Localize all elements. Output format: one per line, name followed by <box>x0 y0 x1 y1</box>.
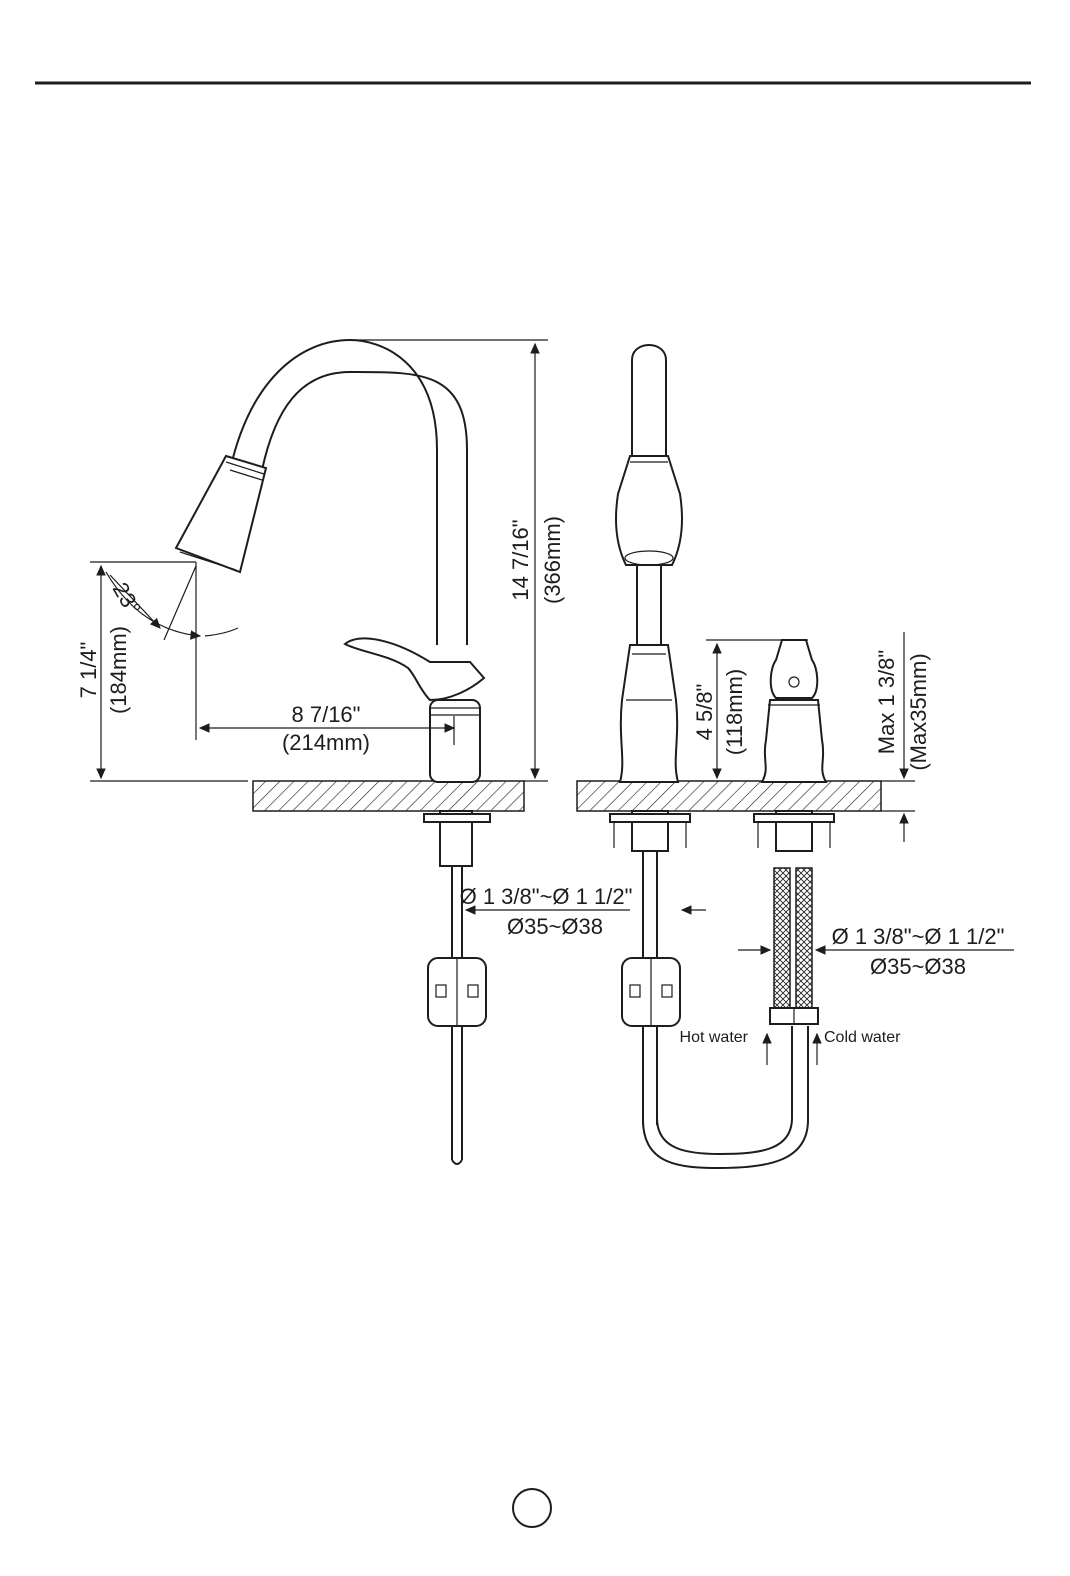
dim-hole-diameter-left: Ø 1 3/8"~Ø 1 1/2" Ø35~Ø38 <box>460 884 706 939</box>
hot-water-label: Hot water <box>680 1029 749 1046</box>
handle-height-mm: (118mm) <box>722 669 747 755</box>
deck-thickness-mm: (Max35mm) <box>906 653 931 770</box>
hose-loop <box>643 1026 808 1168</box>
cold-water-label: Cold water <box>824 1029 901 1046</box>
lever-handle <box>345 638 484 700</box>
spout-height-in: 7 1/4" <box>76 642 101 699</box>
hole-dia-right-in: Ø 1 3/8"~Ø 1 1/2" <box>832 924 1005 949</box>
handle-height-in: 4 5/8" <box>692 684 717 741</box>
hole-dia-left-mm: Ø35~Ø38 <box>507 914 603 939</box>
countertop-deck-right <box>577 781 881 811</box>
hole-dia-right-mm: Ø35~Ø38 <box>870 954 966 979</box>
hole-dia-left-in: Ø 1 3/8"~Ø 1 1/2" <box>460 884 633 909</box>
countertop-deck-left <box>253 781 524 811</box>
spout-height-mm: (184mm) <box>106 626 131 714</box>
deck-thickness-in: Max 1 3/8" <box>874 650 899 754</box>
gooseneck-spout <box>230 340 437 645</box>
braided-hose-cold <box>796 868 812 1008</box>
front-spout-tube <box>632 345 666 455</box>
front-spray-head <box>616 456 682 565</box>
dim-deck-thickness: Max 1 3/8" (Max35mm) <box>874 632 931 842</box>
front-faucet-body <box>620 645 678 782</box>
dim-reach: 8 7/16" (214mm) <box>200 702 454 755</box>
braided-hose-hot <box>774 868 790 1008</box>
reach-mm: (214mm) <box>282 730 370 755</box>
faucet-body <box>430 700 480 782</box>
dim-spout-height: 7 1/4" (184mm) <box>76 562 248 781</box>
reach-in: 8 7/16" <box>292 702 361 727</box>
total-height-mm: (366mm) <box>540 516 565 604</box>
total-height-in: 14 7/16" <box>508 519 533 600</box>
page-number-badge <box>513 1489 551 1527</box>
